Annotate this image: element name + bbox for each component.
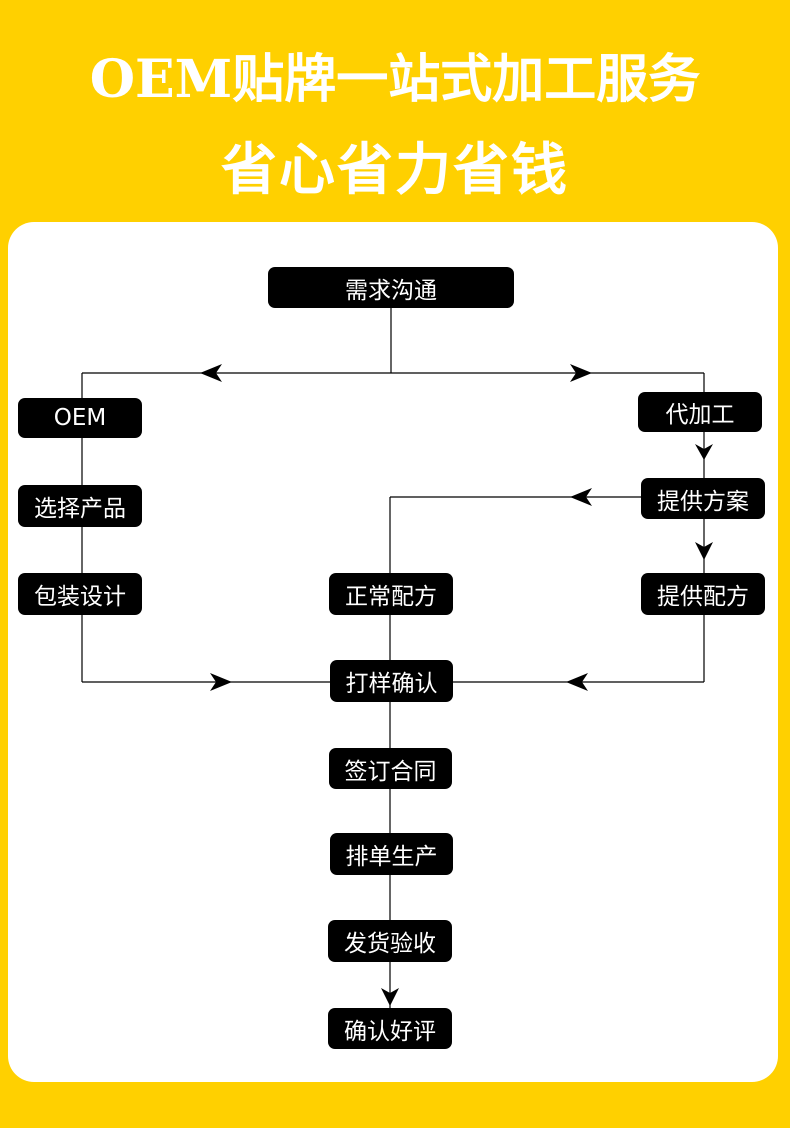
node-package-design: 包装设计	[18, 573, 142, 615]
headline: OEM贴牌一站式加工服务	[89, 49, 701, 110]
arrow-left-split	[200, 364, 222, 382]
arrow-left-plan	[570, 488, 592, 506]
node-contract-processing: 代加工	[638, 392, 762, 432]
node-oem: OEM	[18, 398, 142, 438]
arrow-down-formula	[695, 542, 713, 560]
arrow-right-sample	[210, 673, 232, 691]
node-select-product: 选择产品	[18, 485, 142, 527]
node-confirm-review: 确认好评	[328, 1008, 452, 1049]
node-ship-inspect: 发货验收	[328, 920, 452, 962]
node-sign-contract: 签订合同	[329, 748, 452, 789]
node-standard-formula: 正常配方	[329, 573, 453, 615]
arrow-down-review	[381, 988, 399, 1006]
node-sample-confirm: 打样确认	[330, 660, 453, 702]
node-schedule-production: 排单生产	[330, 833, 453, 875]
subheadline: 省心省力省钱	[221, 137, 569, 203]
arrow-left-sample	[566, 673, 588, 691]
arrow-right-split	[570, 364, 592, 382]
node-provide-formula: 提供配方	[641, 573, 765, 615]
arrow-down-plan	[695, 444, 713, 460]
node-provide-plan: 提供方案	[641, 478, 765, 519]
node-demand: 需求沟通	[268, 267, 514, 308]
